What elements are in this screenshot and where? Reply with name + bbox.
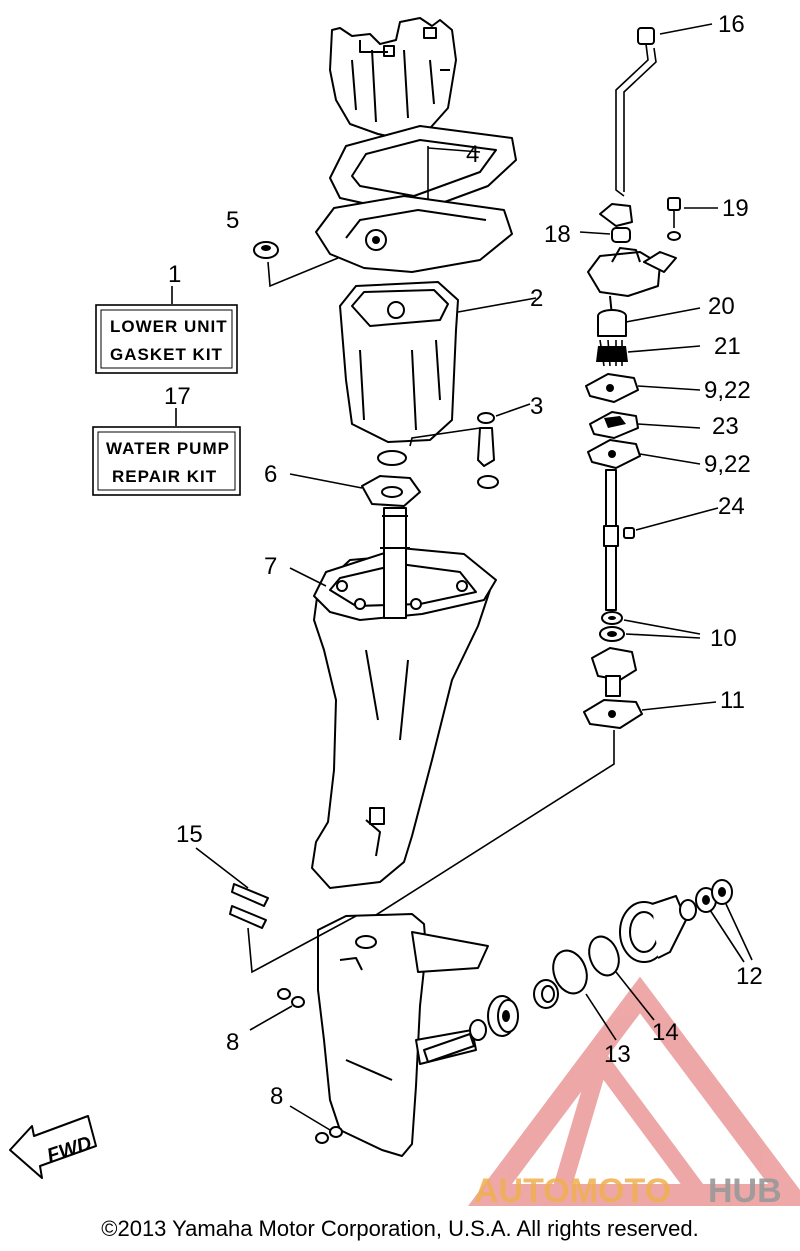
callout-3: 3	[530, 393, 543, 420]
callout-24: 24	[718, 493, 745, 520]
callout-8-upper: 8	[226, 1029, 239, 1056]
callout-6: 6	[264, 461, 277, 488]
callout-13: 13	[604, 1041, 631, 1068]
callout-5: 5	[226, 207, 239, 234]
part-8-plug-lower	[289, 1105, 343, 1144]
lower-unit-kit-line2: GASKET KIT	[110, 345, 223, 364]
callout-7: 7	[264, 553, 277, 580]
part-16-water-tube	[615, 23, 713, 197]
exhaust-plate	[315, 195, 513, 273]
propeller-shaft	[423, 1019, 487, 1063]
watermark-text-automoto: AUTOMOTO	[474, 1172, 671, 1210]
part-18-grommet	[579, 203, 633, 243]
part-19-bolt	[667, 197, 718, 241]
water-pump-repair-kit-box: WATER PUMP REPAIR KIT	[92, 426, 241, 496]
part-14-o-ring	[588, 935, 655, 1021]
part-8-plug-upper	[249, 988, 305, 1031]
callout-12: 12	[736, 963, 763, 990]
callout-11: 11	[720, 687, 745, 714]
fwd-direction-arrow: FWD	[9, 1115, 97, 1179]
lower-unit-kit-line1: LOWER UNIT	[110, 317, 228, 336]
part-24-key	[623, 507, 719, 539]
water-pump-kit-line1: WATER PUMP	[106, 439, 230, 458]
watermark-logo	[468, 976, 800, 1206]
part-10-seals	[599, 611, 701, 642]
powerhead-block	[329, 17, 457, 141]
lower-unit-gasket-kit-box: LOWER UNIT GASKET KIT	[95, 304, 238, 374]
forward-gear	[487, 995, 519, 1037]
part-11-gasket	[367, 699, 717, 921]
callout-14: 14	[652, 1019, 679, 1046]
callout-15: 15	[176, 821, 203, 848]
callout-9-22-lower: 9,22	[704, 451, 751, 478]
part-20-impeller-cup	[597, 307, 701, 337]
callout-4: 4	[466, 141, 479, 168]
part-7-driveshaft-housing	[289, 507, 497, 889]
part-3-water-tube-seal	[409, 403, 531, 489]
part-6-gasket	[289, 450, 421, 507]
callout-17: 17	[164, 383, 191, 410]
callout-18: 18	[544, 221, 571, 248]
callout-16: 16	[718, 11, 745, 38]
callout-23: 23	[712, 413, 739, 440]
part-15-anodes	[195, 847, 357, 974]
bearing	[533, 979, 559, 1009]
part-13-o-ring	[552, 949, 617, 1041]
part-9-22-plate-lower	[587, 439, 701, 469]
part-9-22-plate-upper	[585, 373, 701, 403]
part-12-seals	[679, 879, 753, 963]
pump-housing	[587, 247, 677, 317]
callout-21: 21	[714, 333, 741, 360]
callout-20: 20	[708, 293, 735, 320]
seal-housing	[591, 647, 637, 697]
lower-unit-casing	[317, 913, 489, 1157]
driveshaft	[603, 469, 619, 611]
callout-9-22-upper: 9,22	[704, 377, 751, 404]
callout-19: 19	[722, 195, 749, 222]
callout-10: 10	[710, 625, 737, 652]
copyright-notice: ©2013 Yamaha Motor Corporation, U.S.A. A…	[101, 1216, 699, 1241]
callout-8-lower: 8	[270, 1083, 283, 1110]
callout-2: 2	[530, 285, 543, 312]
callout-1: 1	[168, 261, 181, 288]
part-23-liner	[589, 411, 701, 439]
bearing-housing	[619, 895, 687, 963]
part-21-impeller	[596, 339, 701, 367]
part-5-grommet	[253, 241, 339, 288]
water-pump-kit-line2: REPAIR KIT	[112, 467, 217, 486]
part-2-upper-casing	[339, 281, 537, 443]
watermark-text-hub: HUB	[708, 1172, 782, 1210]
